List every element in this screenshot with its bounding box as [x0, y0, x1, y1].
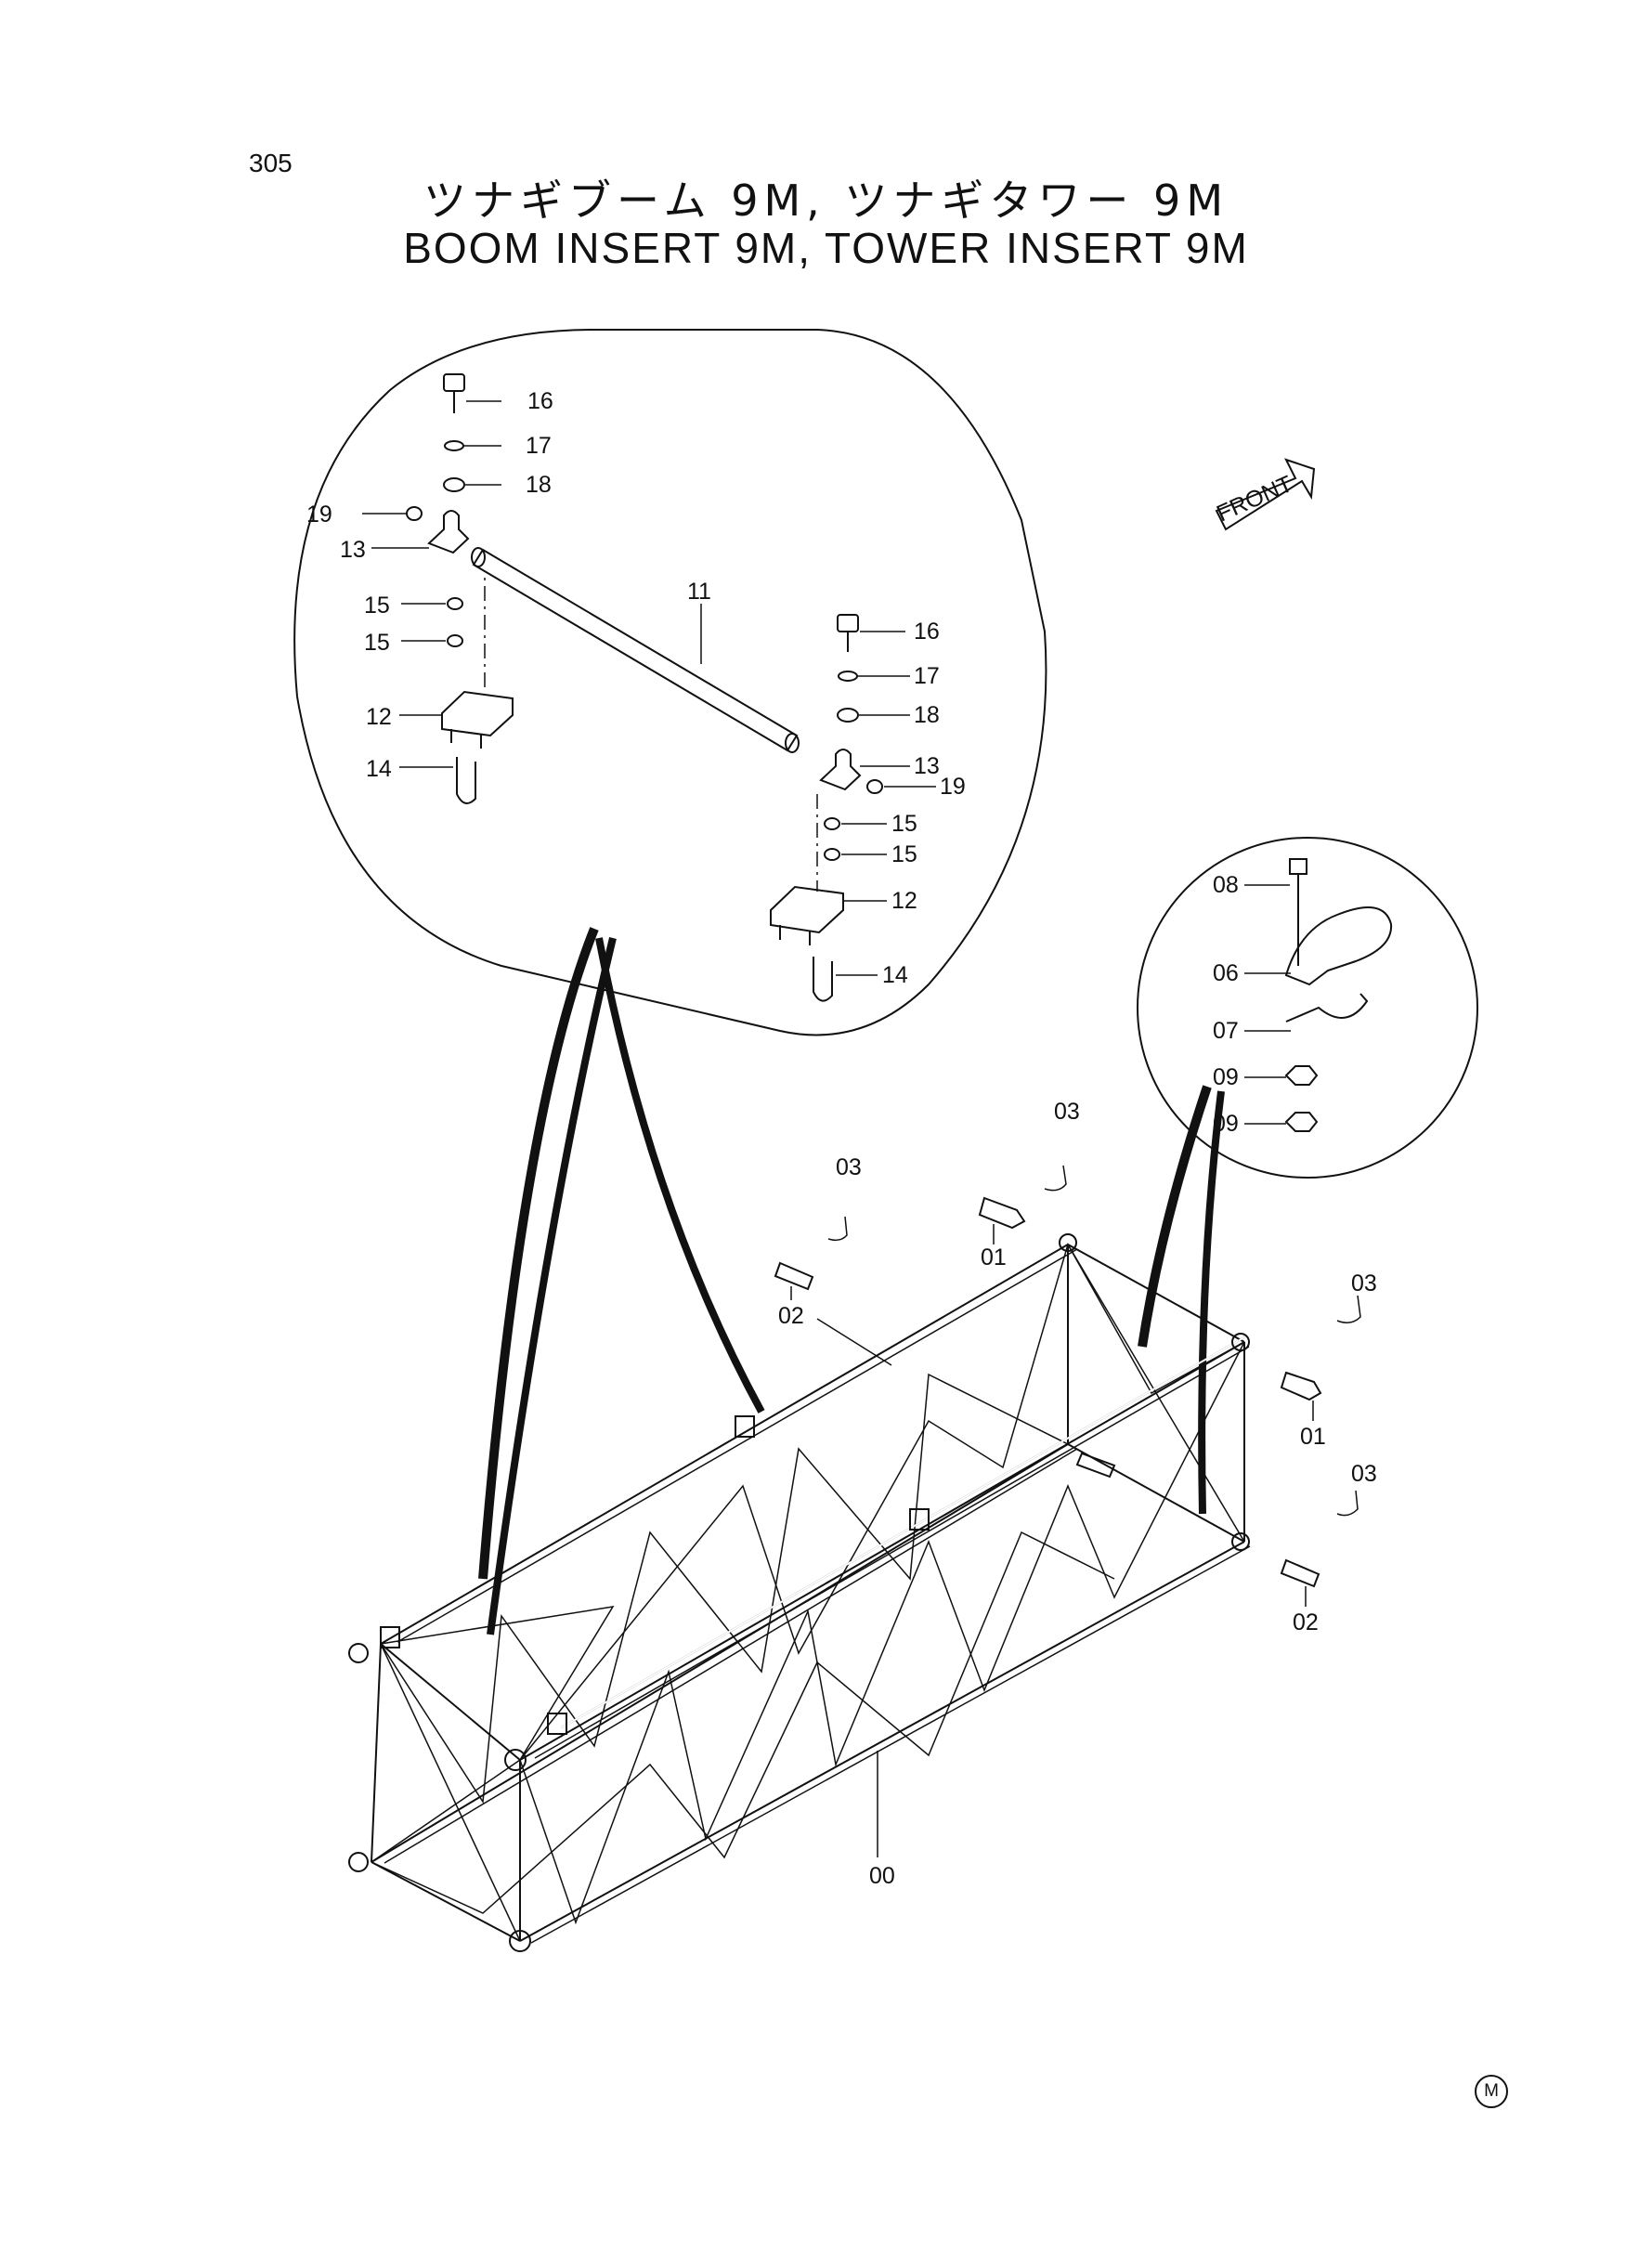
callout-09: 09	[1213, 1064, 1239, 1090]
callout-02: 02	[778, 1303, 804, 1329]
part-clip-19-upper	[362, 506, 423, 521]
pin-02-upper	[774, 1261, 814, 1300]
part-seat-12-lower	[770, 885, 887, 945]
part-bracket-13-lower	[816, 749, 910, 892]
part-washer-17-lower	[838, 671, 910, 682]
part-nut-15-upper-a	[401, 597, 463, 610]
callout-07: 07	[1213, 1018, 1239, 1044]
part-seat-12-upper	[399, 690, 514, 749]
part-washer-18-upper	[443, 477, 501, 492]
callout-18: 18	[526, 472, 552, 498]
part-bolt-16-lower	[837, 614, 905, 652]
part-ubolt-14-lower	[813, 957, 878, 1002]
callout-19: 19	[940, 774, 966, 800]
callout-06: 06	[1213, 960, 1239, 986]
callout-18: 18	[914, 702, 940, 728]
callout-02: 02	[1293, 1609, 1319, 1635]
callout-19: 19	[306, 502, 332, 528]
part-nut-15-upper-b	[401, 634, 463, 647]
lattice-insert-section	[348, 1233, 1251, 1952]
callout-17: 17	[526, 433, 552, 459]
callout-03: 03	[1351, 1270, 1377, 1296]
callout-08: 08	[1213, 872, 1239, 898]
callout-01: 01	[981, 1244, 1007, 1270]
callout-00: 00	[869, 1863, 895, 1889]
callout-12: 12	[891, 888, 917, 914]
callout-01: 01	[1300, 1424, 1326, 1450]
front-arrow-icon: FRONT	[1213, 458, 1316, 531]
callout-17: 17	[914, 663, 940, 689]
part-washer-18-lower	[837, 708, 910, 723]
m-mark-icon: M	[1475, 2075, 1508, 2108]
pin-01-upper	[978, 1196, 1026, 1244]
callout-13: 13	[914, 753, 940, 779]
part-bar-11	[471, 547, 800, 753]
part-bolt-16-upper	[443, 373, 501, 413]
title-english: BOOM INSERT 9M, TOWER INSERT 9M	[403, 224, 1249, 272]
part-washer-17-upper	[444, 440, 501, 451]
callout-14: 14	[366, 756, 392, 782]
clip-03-set	[827, 1165, 1361, 1517]
part-nut-15-lower-b	[824, 848, 887, 861]
part-clip-19-lower	[866, 779, 936, 794]
pin-02-mid	[1075, 1452, 1116, 1479]
callout-15: 15	[891, 841, 917, 867]
callout-14: 14	[882, 962, 908, 988]
callout-15: 15	[891, 811, 917, 837]
part-nut-15-lower-a	[824, 817, 887, 830]
page-number: 305	[249, 149, 293, 177]
connector-band-right	[1138, 1085, 1225, 1515]
pin-01-right	[1280, 1371, 1322, 1421]
callout-13: 13	[340, 537, 366, 563]
callout-15: 15	[364, 630, 390, 656]
callout-09: 09	[1213, 1111, 1239, 1137]
callout-16: 16	[527, 388, 553, 414]
title-japanese: ツナギブーム 9M, ツナギタワー 9M	[423, 176, 1229, 226]
pin-02-lower	[1280, 1558, 1320, 1607]
callout-15: 15	[364, 593, 390, 619]
detail-circle-clamp	[1137, 837, 1478, 1179]
callout-11: 11	[687, 579, 711, 605]
detail-bubble-pendant-bar	[293, 329, 1047, 1036]
part-bracket-13-upper	[371, 510, 486, 687]
part-ubolt-14-upper	[399, 757, 476, 804]
callout-16: 16	[914, 619, 940, 645]
callout-03: 03	[1351, 1461, 1377, 1487]
callout-03: 03	[1054, 1099, 1080, 1125]
callout-03: 03	[836, 1154, 862, 1180]
front-label: FRONT	[1213, 471, 1296, 528]
callout-12: 12	[366, 704, 392, 730]
connector-band-left	[478, 927, 765, 1635]
